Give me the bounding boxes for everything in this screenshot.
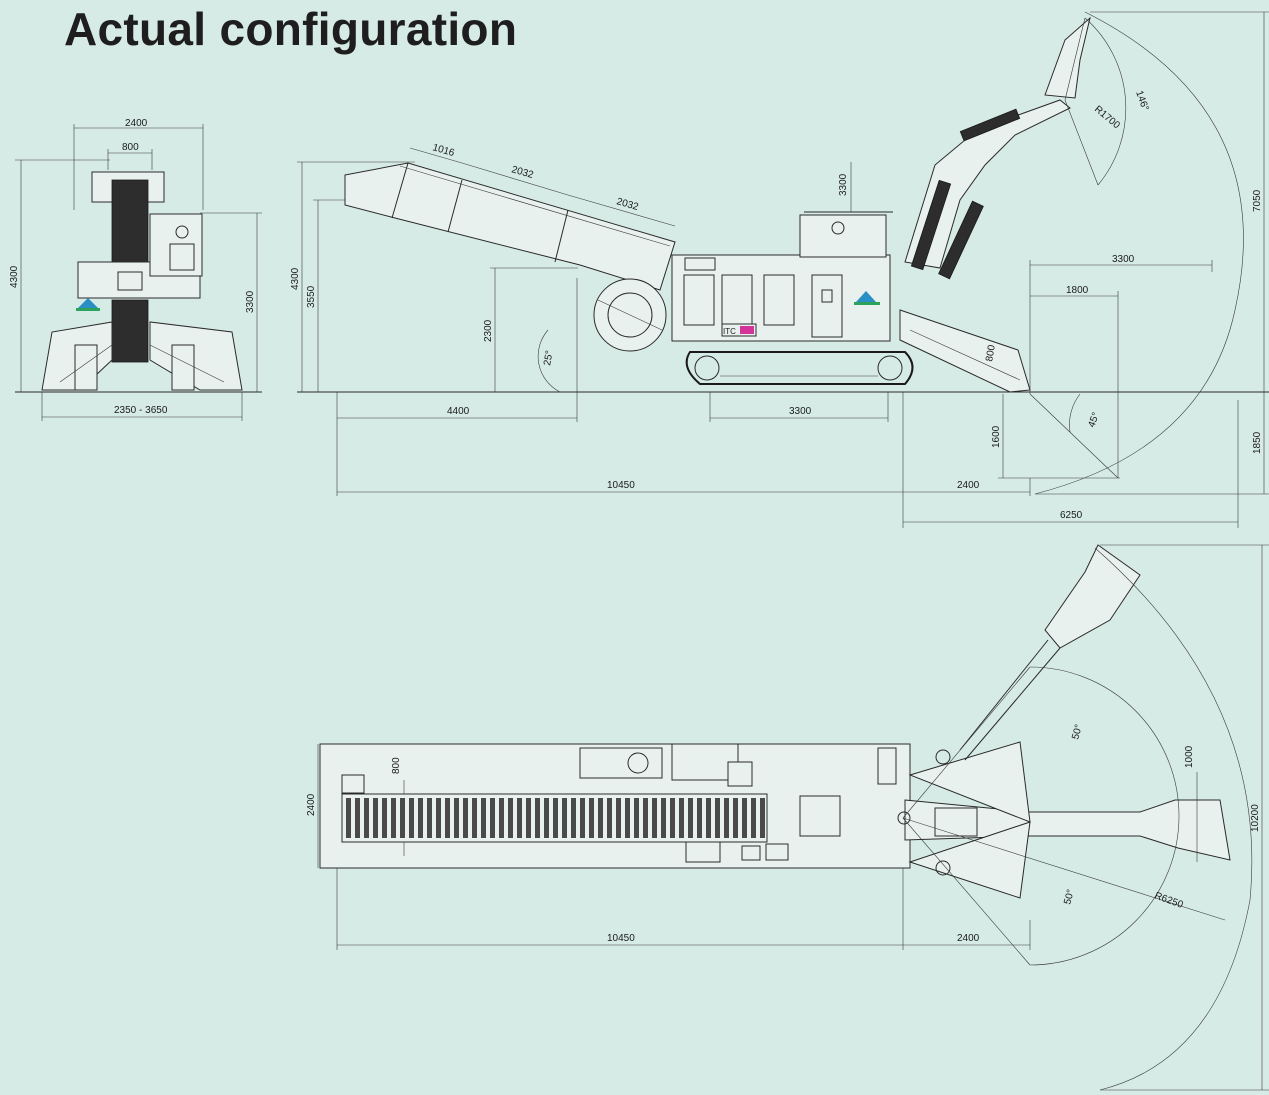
belt-slat <box>652 798 657 838</box>
belt-slat <box>634 798 639 838</box>
side-view: 4300 3550 1016 2032 2032 2300 25° <box>290 11 1269 528</box>
depth-below-label: 1600 <box>991 425 1002 448</box>
conveyor-seg-3-label: 2032 <box>615 196 640 213</box>
front-belt-width-label: 800 <box>122 142 139 153</box>
belt-slat <box>562 798 567 838</box>
belt-slat <box>571 798 576 838</box>
swing-radius-label: R6250 <box>1153 890 1185 911</box>
belt-slat <box>364 798 369 838</box>
front-gauge-label: 2350 - 3650 <box>114 405 168 416</box>
belt-slat <box>625 798 630 838</box>
top-view: 2400 800 10450 2400 50° 50° R6250 1 <box>306 544 1269 1091</box>
reach-horizontal-label: 3300 <box>1112 254 1135 265</box>
max-height-label: 7050 <box>1252 189 1263 212</box>
belt-slat <box>589 798 594 838</box>
belt-slat <box>733 798 738 838</box>
belt-slat <box>580 798 585 838</box>
belt-slat <box>598 798 603 838</box>
belt-slat <box>607 798 612 838</box>
side-height-label: 4300 <box>290 267 301 290</box>
front-view: 2400 800 4300 3300 2350 - 3650 <box>9 118 262 421</box>
max-depth-label: 1850 <box>1252 431 1263 454</box>
total-reach-label: 6250 <box>1060 510 1083 521</box>
page-title: Actual configuration <box>64 3 518 55</box>
belt-slat <box>454 798 459 838</box>
belt-slat <box>445 798 450 838</box>
side-conveyor-end-label: 3550 <box>306 285 317 308</box>
belt-slat <box>373 798 378 838</box>
belt-slat <box>760 798 765 838</box>
belt-slat <box>508 798 513 838</box>
belt-slat <box>346 798 351 838</box>
belt-slat <box>472 798 477 838</box>
bucket-radius-label: R1700 <box>1092 104 1122 132</box>
belt-slat <box>427 798 432 838</box>
ramp-angle-label: 45° <box>1086 411 1102 429</box>
bucket-angle-label: 146° <box>1133 89 1150 112</box>
belt-slat <box>499 798 504 838</box>
top-length-label: 10450 <box>607 933 635 944</box>
belt-slat <box>679 798 684 838</box>
front-width-label: 2400 <box>125 118 148 129</box>
front-height-label: 4300 <box>9 265 20 288</box>
side-front-reach-label: 2400 <box>957 480 980 491</box>
belt-slat <box>517 798 522 838</box>
belt-slat <box>670 798 675 838</box>
belt-slat <box>553 798 558 838</box>
belt-slat <box>661 798 666 838</box>
belt-slat <box>400 798 405 838</box>
belt-slat <box>616 798 621 838</box>
track-length-label: 3300 <box>789 406 812 417</box>
ramp-height-label: 800 <box>984 344 998 363</box>
belt-slat <box>535 798 540 838</box>
top-belt-width-label: 800 <box>391 757 402 774</box>
side-length-label: 10450 <box>607 480 635 491</box>
belt-slat <box>355 798 360 838</box>
conveyor-seg-1-label: 1016 <box>431 142 456 159</box>
belt-slat <box>481 798 486 838</box>
belt-slat <box>751 798 756 838</box>
belt-slat <box>463 798 468 838</box>
swing-angle-lower-label: 50° <box>1062 888 1077 905</box>
belt-slat <box>544 798 549 838</box>
belt-slat <box>742 798 747 838</box>
belt-slat <box>382 798 387 838</box>
reach-inner-label: 1800 <box>1066 285 1089 296</box>
belt-slat <box>490 798 495 838</box>
belt-slat <box>688 798 693 838</box>
top-front-reach-label: 2400 <box>957 933 980 944</box>
conveyor-clearance-label: 2300 <box>483 319 494 342</box>
conveyor-angle-label: 25° <box>542 350 555 367</box>
machine-badge: ITC <box>723 327 736 336</box>
swing-span-label: 10200 <box>1250 804 1261 832</box>
front-cab-height-label: 3300 <box>245 290 256 313</box>
belt-slat <box>436 798 441 838</box>
overhang-label: 4400 <box>447 406 470 417</box>
belt-slat <box>715 798 720 838</box>
belt-slat <box>724 798 729 838</box>
belt-slat <box>706 798 711 838</box>
top-width-label: 2400 <box>306 793 317 816</box>
bucket-width-label: 1000 <box>1184 745 1195 768</box>
belt-slat <box>697 798 702 838</box>
belt-slat <box>409 798 414 838</box>
belt-slat <box>418 798 423 838</box>
cab-height-label: 3300 <box>838 173 849 196</box>
belt-slats <box>346 798 765 838</box>
belt-slat <box>526 798 531 838</box>
belt-slat <box>643 798 648 838</box>
swing-angle-upper-label: 50° <box>1070 723 1085 740</box>
belt-slat <box>391 798 396 838</box>
